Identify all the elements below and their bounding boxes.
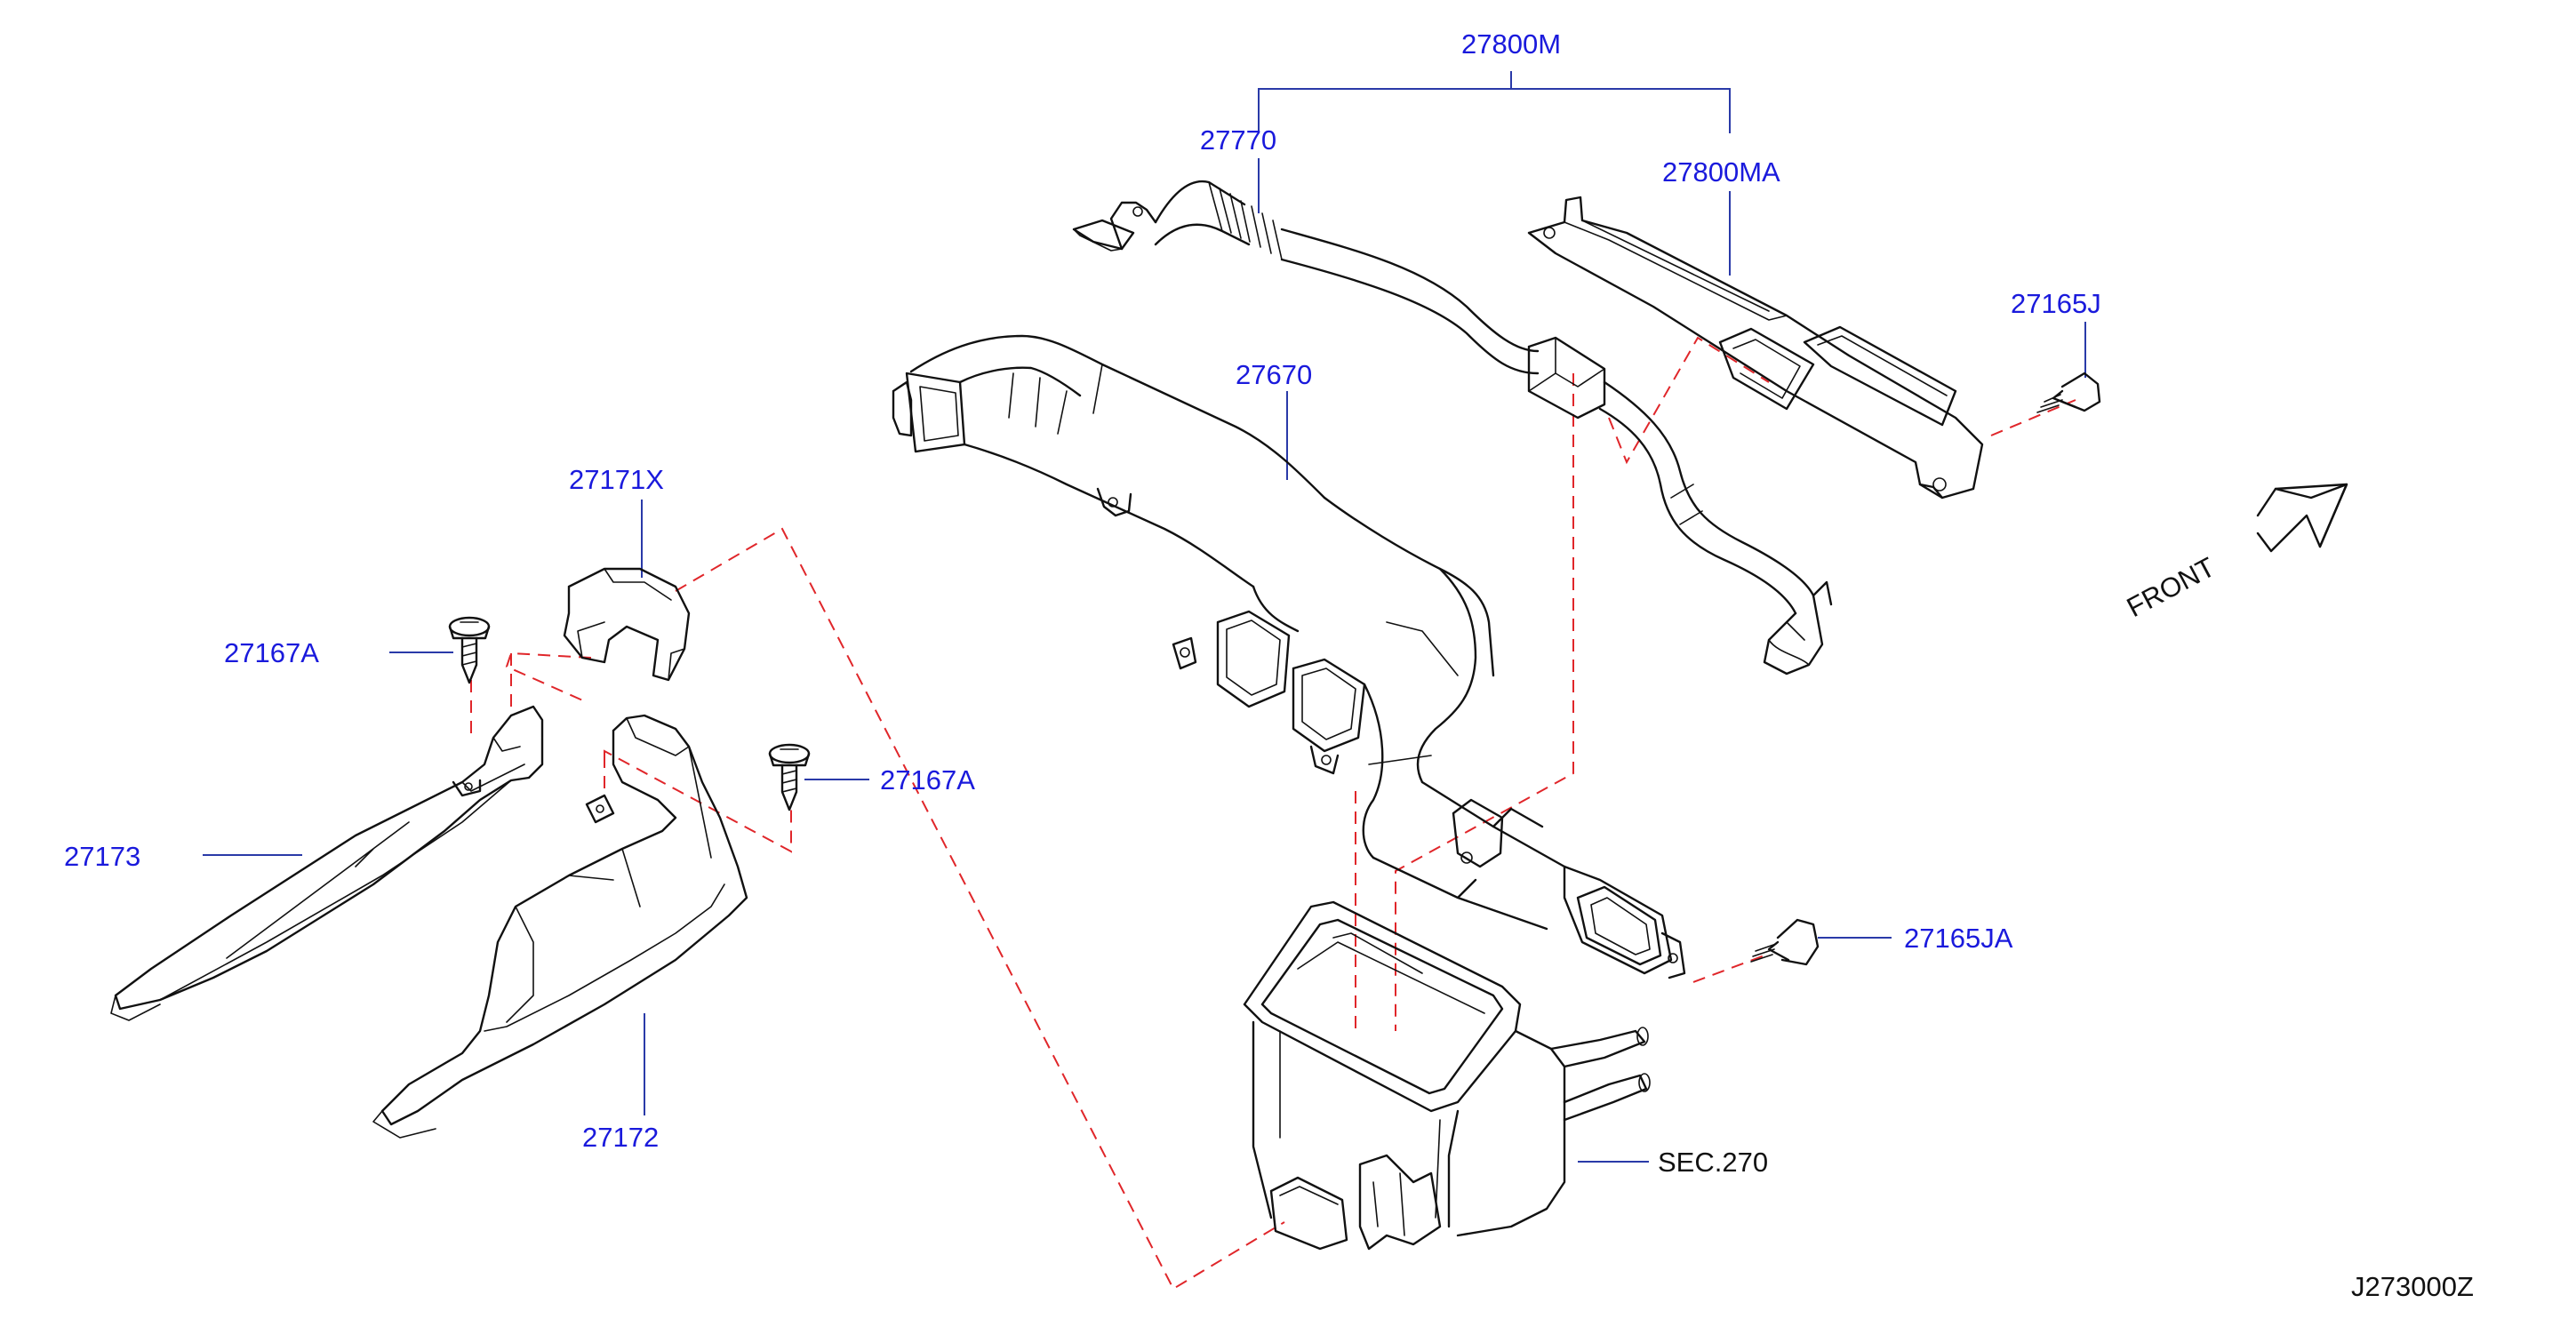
label-27167A-left: 27167A (224, 637, 319, 668)
figure-code: J273000Z (2351, 1271, 2474, 1302)
label-sec-270: SEC.270 (1658, 1147, 1768, 1178)
floor-duct-27172 (372, 714, 748, 1139)
label-27670: 27670 (1236, 359, 1312, 390)
label-27165J: 27165J (2011, 288, 2101, 319)
leader-lines (203, 71, 2086, 1163)
label-27167A-right: 27167A (880, 764, 975, 795)
screw-27167A-left (448, 616, 491, 684)
label-27172: 27172 (582, 1122, 659, 1153)
label-27173: 27173 (64, 841, 140, 872)
screw-27167A-right (768, 743, 811, 811)
floor-duct-27173 (110, 705, 544, 1021)
clip-27165JA (1750, 918, 1820, 966)
label-27800MA: 27800MA (1662, 156, 1780, 188)
front-arrow-icon (2256, 483, 2348, 553)
clip-27165J (2036, 372, 2101, 413)
label-27171X: 27171X (569, 464, 664, 495)
duct-27770 (1072, 180, 1833, 675)
label-27165JA: 27165JA (1904, 923, 2013, 954)
heater-unit (1243, 900, 1651, 1251)
joint-27171X (563, 567, 691, 682)
label-27800M: 27800M (1461, 28, 1561, 60)
part-labels: 27800M 27770 27800MA 27165J 27670 27171X… (64, 28, 2474, 1302)
assembly-dash-lines (470, 336, 2076, 1291)
label-27770: 27770 (1200, 124, 1276, 156)
front-label: FRONT (2122, 551, 2220, 623)
duct-27800MA (1527, 196, 1984, 500)
duct-27670 (892, 334, 1686, 979)
